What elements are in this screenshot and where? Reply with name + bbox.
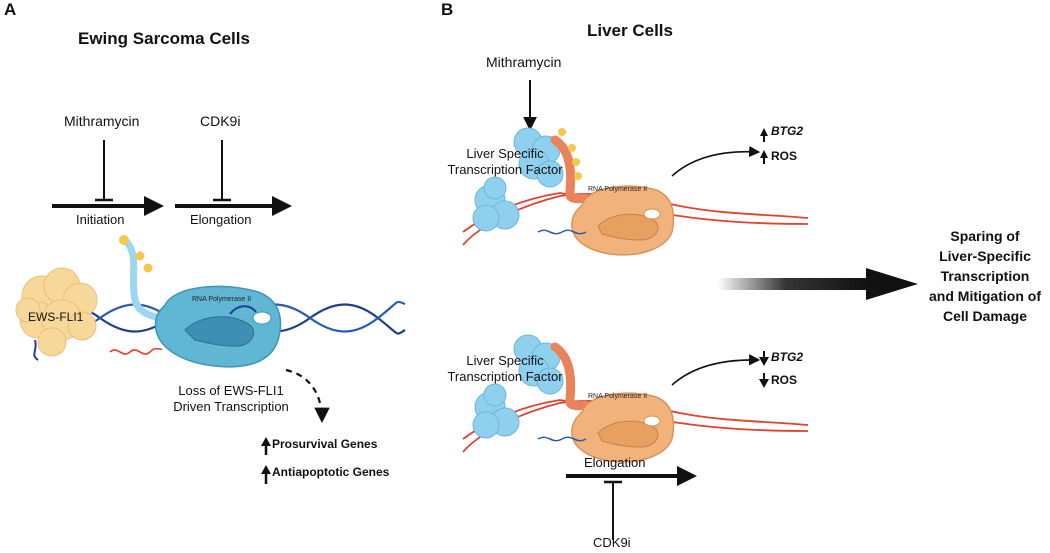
liver-tf-bottom (472, 334, 564, 439)
rna-polymerase-b-top (571, 185, 675, 256)
outcome-arrow-shaft (718, 278, 868, 290)
outcome-curve-bottom (671, 354, 761, 386)
panel-letter-b: B (441, 0, 454, 19)
liver-tf-label-bottom: Liver Specific Transcription Factor (445, 353, 565, 385)
liver-tf-top-line1: Liver Specific (466, 146, 544, 161)
rna-polymerase-label-a: RNA Polymerase II (192, 296, 252, 303)
btg2-top-text: BTG2 (771, 124, 804, 138)
panel-a-title: Ewing Sarcoma Cells (78, 29, 250, 48)
btg2-label-bottom: BTG2 (771, 350, 803, 364)
liver-tf-top-line2: Transcription Factor (447, 162, 563, 177)
btg2-label-top: BTG2 (771, 124, 803, 138)
phospho-dots-a (119, 235, 153, 273)
outcome-arrow-head (866, 268, 918, 300)
mithramycin-label-b: Mithramycin (486, 54, 562, 70)
outcome-curve-top (671, 145, 761, 177)
ctd-linker-a (121, 236, 164, 322)
outcome-line2: Liver-Specific (939, 248, 1031, 264)
rna-blue-strand-b-top (537, 229, 587, 235)
outcome-line4: and Mitigation of (929, 288, 1041, 304)
ctd-linker-b-bottom (550, 342, 590, 411)
rna-polymerase-b-bottom (571, 392, 675, 463)
panel-letter-a: A (4, 0, 17, 19)
outcome-line5: Cell Damage (942, 308, 1028, 324)
btg2-bottom-text: BTG2 (771, 350, 804, 364)
loss-effect-line2: Driven Transcription (173, 399, 289, 414)
ros-label-bottom: ROS (771, 373, 798, 387)
mithramycin-label-a: Mithramycin (64, 113, 140, 129)
liver-tf-bottom-line2: Transcription Factor (447, 369, 563, 384)
outcome-label: Sparing of Liver-Specific Transcription … (920, 226, 1050, 326)
gene-down-arrows-b-bottom (759, 351, 769, 388)
initiation-label: Initiation (76, 212, 125, 227)
rna-blue-strand-b-bottom (537, 436, 587, 442)
liver-tf-top (472, 127, 564, 232)
liver-tf-label-top: Liver Specific Transcription Factor (445, 146, 565, 178)
rna-polymerase-a (154, 285, 282, 368)
outcome-line3: Transcription (940, 268, 1030, 284)
antiapoptotic-genes-label: Antiapoptotic Genes (272, 465, 390, 479)
ews-fli1-tail (33, 339, 39, 361)
cdk9i-label-a: CDK9i (200, 113, 241, 129)
panel-b-title: Liver Cells (587, 21, 673, 40)
elongation-label-b: Elongation (584, 455, 646, 470)
rna-polymerase-label-b-bottom: RNA Polymerase II (588, 393, 648, 400)
loss-effect-label: Loss of EWS-FLI1 Driven Transcription (166, 383, 296, 415)
outcome-line1: Sparing of (950, 228, 1020, 244)
gene-up-arrows-b-top (760, 128, 768, 164)
rna-polymerase-label-b-top: RNA Polymerase II (588, 186, 648, 193)
elongation-label-a: Elongation (190, 212, 252, 227)
loss-dashed-arrow (285, 368, 330, 424)
ctd-linker-b-top (550, 135, 590, 204)
prosurvival-genes-label: Prosurvival Genes (272, 437, 378, 451)
cdk9i-label-b: CDK9i (593, 535, 631, 550)
ews-fli1-protein (15, 267, 98, 357)
ros-label-top: ROS (771, 149, 798, 163)
rna-strand-a (109, 347, 163, 355)
gene-up-arrows-a (261, 437, 271, 484)
phospho-dots-b-top (558, 128, 582, 180)
liver-tf-bottom-line1: Liver Specific (466, 353, 544, 368)
loss-effect-line1: Loss of EWS-FLI1 (178, 383, 284, 398)
ews-fli1-label: EWS-FLI1 (28, 310, 84, 324)
